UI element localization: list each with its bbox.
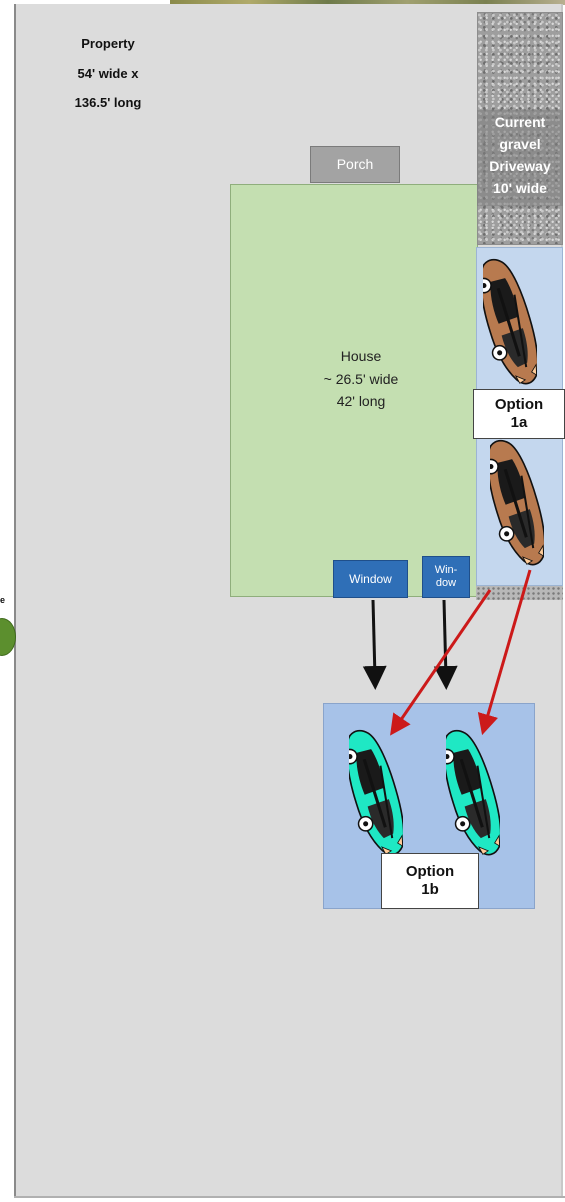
driveway-label-1: Current xyxy=(494,114,546,130)
property-line-left xyxy=(14,4,16,1198)
driveway-label-4: 10' wide xyxy=(493,180,547,196)
house-width: ~ 26.5' wide xyxy=(323,371,399,387)
cropped-label: e xyxy=(0,595,6,605)
window-left-label: Window xyxy=(349,571,392,586)
option-1a-gravel-edge xyxy=(476,586,563,600)
house-length: 42' long xyxy=(336,393,386,409)
property-width: 54' wide x xyxy=(77,66,139,81)
option-1b-label-line2: 1b xyxy=(421,881,439,898)
window-left: Window xyxy=(333,560,408,598)
window-right: Win- dow xyxy=(422,556,470,598)
porch: Porch xyxy=(310,146,400,183)
driveway-label-backdrop xyxy=(477,110,563,206)
window-sightline-arrow xyxy=(433,599,458,690)
neighbor-grass-strip xyxy=(170,0,565,5)
property-line-right xyxy=(561,4,563,1198)
property-line-bottom xyxy=(14,1196,565,1198)
option-1a-label-line1: Option xyxy=(494,396,544,413)
window-sightline-arrow xyxy=(362,599,387,690)
move-car-arrow xyxy=(477,569,532,736)
property-title: Property xyxy=(81,36,135,51)
window-right-label-1: Win- xyxy=(434,564,458,576)
property-length: 136.5' long xyxy=(74,95,142,110)
driveway-label-3: Driveway xyxy=(489,158,551,174)
driveway-label-2: gravel xyxy=(499,136,541,152)
option-1b-label-line1: Option xyxy=(405,863,455,880)
option-1a-label: Option 1a xyxy=(473,389,565,439)
window-right-label-2: dow xyxy=(435,577,457,589)
move-car-arrow xyxy=(390,589,492,736)
option-1a-label-line2: 1a xyxy=(510,414,528,431)
house-title: House xyxy=(340,348,382,364)
option-1b-label: Option 1b xyxy=(381,853,479,909)
